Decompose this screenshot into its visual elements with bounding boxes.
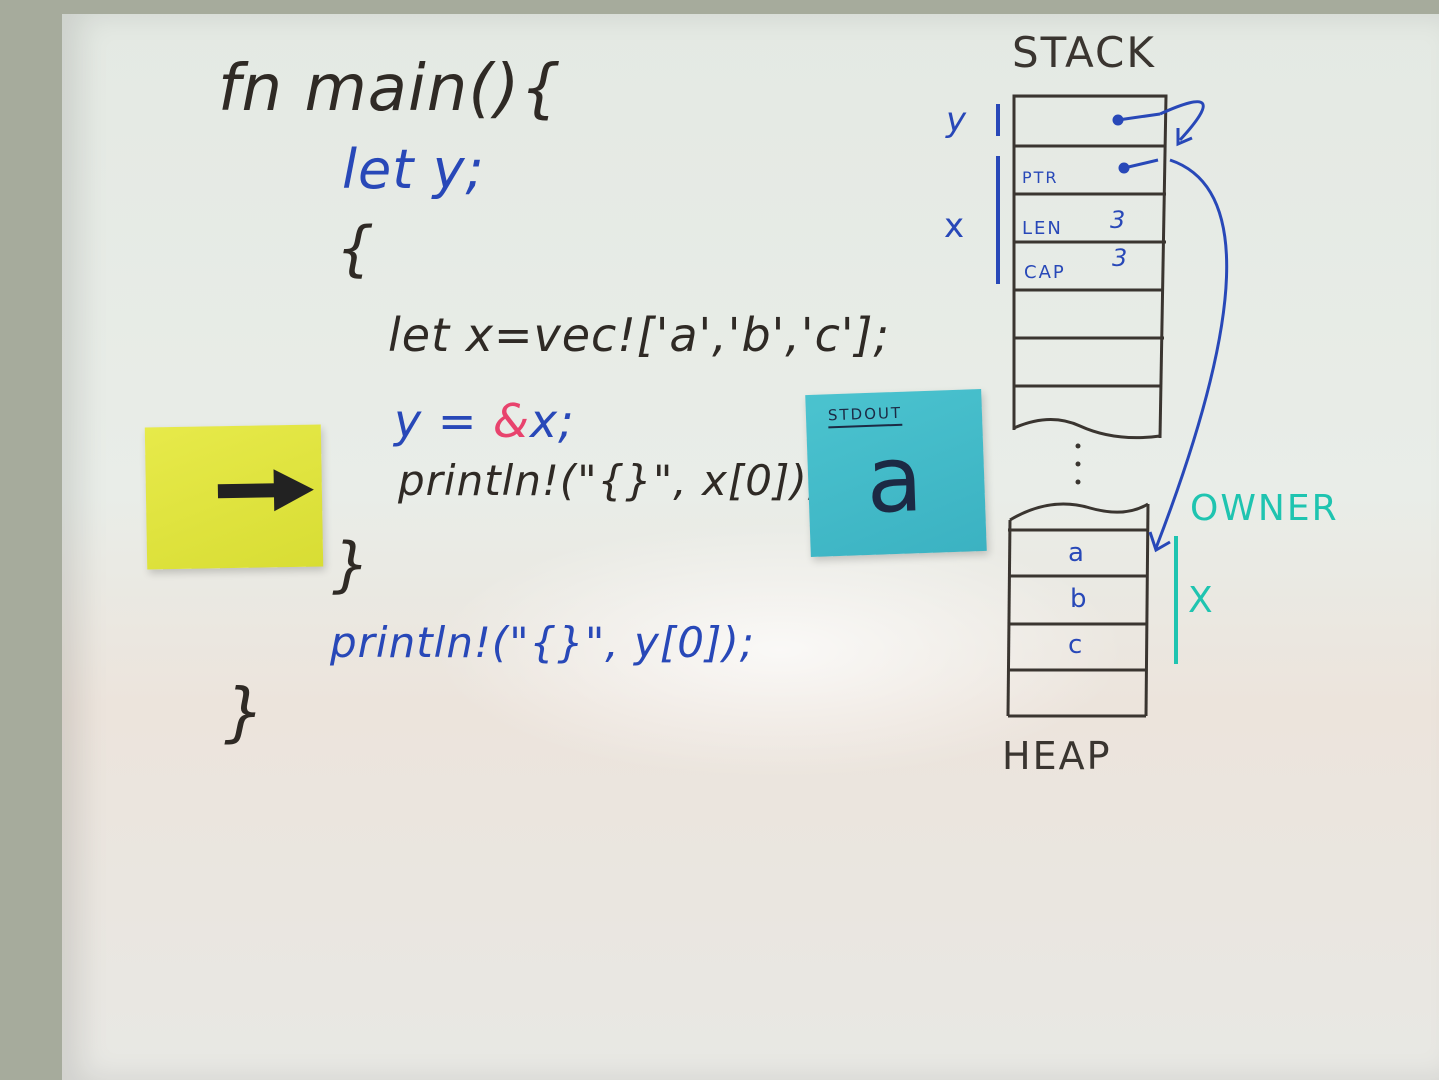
code-line-println-x: println!("{}", x[0]);: [398, 456, 823, 505]
stack-len-value: 3: [1110, 206, 1128, 234]
code-line-let-y: let y;: [342, 138, 485, 201]
owner-label: OWNER: [1190, 488, 1339, 529]
heap-frame: [1006, 502, 1150, 718]
stack-x-label: x: [944, 206, 967, 246]
code-line-open-brace: {: [336, 214, 376, 284]
owner-var-label: X: [1188, 580, 1215, 621]
stack-field-len: LEN: [1022, 218, 1063, 239]
heap-cell-c: c: [1068, 630, 1085, 660]
code-line-close-brace: }: [332, 530, 372, 600]
code-line-println-y: println!("{}", y[0]);: [330, 618, 755, 667]
stack-title: STACK: [1012, 28, 1156, 77]
stack-field-cap: CAP: [1024, 262, 1066, 283]
code-line-let-x: let x=vec!['a','b','c'];: [388, 308, 890, 362]
stack-field-ptr: PTR: [1022, 168, 1059, 187]
heap-cell-a: a: [1068, 538, 1086, 568]
y-reference-arrow: [1112, 100, 1205, 147]
assign-suffix: x;: [529, 394, 575, 448]
heap-title: HEAP: [1002, 734, 1112, 778]
code-line-assign-y: y = &x;: [394, 394, 575, 448]
stack-frame: [1012, 94, 1168, 440]
heap-cell-b: b: [1070, 584, 1089, 614]
assign-prefix: y =: [394, 394, 494, 448]
ellipsis-dots: [1075, 443, 1081, 485]
ptr-heap-arrow: [1118, 158, 1229, 553]
code-line-fn-main: fn main(){: [218, 52, 562, 126]
stack-cap-value: 3: [1112, 244, 1130, 272]
light-glare: [430, 520, 1130, 780]
stack-y-label: y: [946, 100, 969, 140]
code-line-close-main: }: [224, 676, 266, 750]
borrow-ampersand: &: [493, 394, 530, 448]
